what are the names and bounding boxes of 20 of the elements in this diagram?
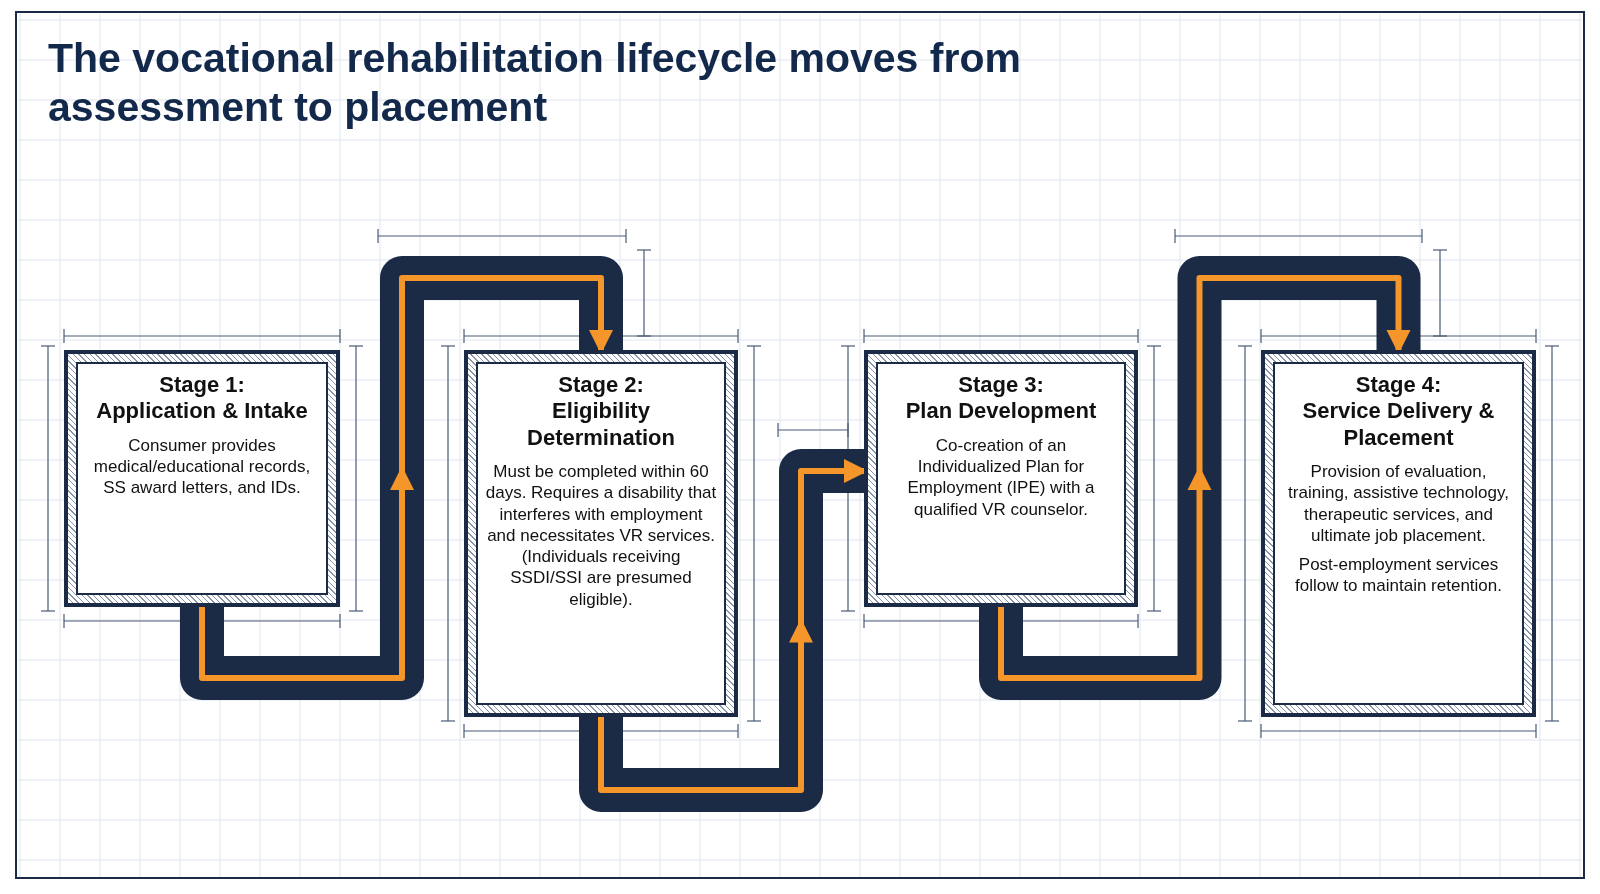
stage-heading: Stage 4: [1354,372,1443,399]
stage-description: Post-employment services follow to maintain retention. [1294,554,1503,597]
arrow [979,256,1421,700]
stage-description: Must be completed within 60 days. Requires a disability that interferes with employment and necessitates VR services. (Individuals receiving SSDI/SSI are presumed eligible). [484,461,718,610]
stage-heading: Application & Intake [95,398,309,425]
stage-description: Provision of evaluation, training, assistive technology, therapeutic services, and ultimate job placement. [1287,461,1510,547]
stage-heading: Stage 1: [158,372,246,399]
stage-card [864,350,1138,607]
stage-description: Consumer provides medical/educational records, SS award letters, and IDs. [92,434,312,499]
stage-card [64,350,340,607]
stage-heading: Stage 2: [557,372,645,399]
title: The vocational rehabilitation lifecycle moves from assessment to placement [48,34,1022,133]
stage-card [1261,350,1536,717]
stage-description: Co-creation of an Individualized Plan for Employment (IPE) with a qualified VR counselor. [906,434,1096,520]
arrow [180,256,623,700]
stage-heading: Service Delivery & Placement [1301,398,1496,452]
stage-heading: Eligibility Determination [526,398,676,452]
stage-card [464,350,738,717]
stage-heading: Plan Development [904,398,1098,425]
stage-heading: Stage 3: [957,372,1045,399]
